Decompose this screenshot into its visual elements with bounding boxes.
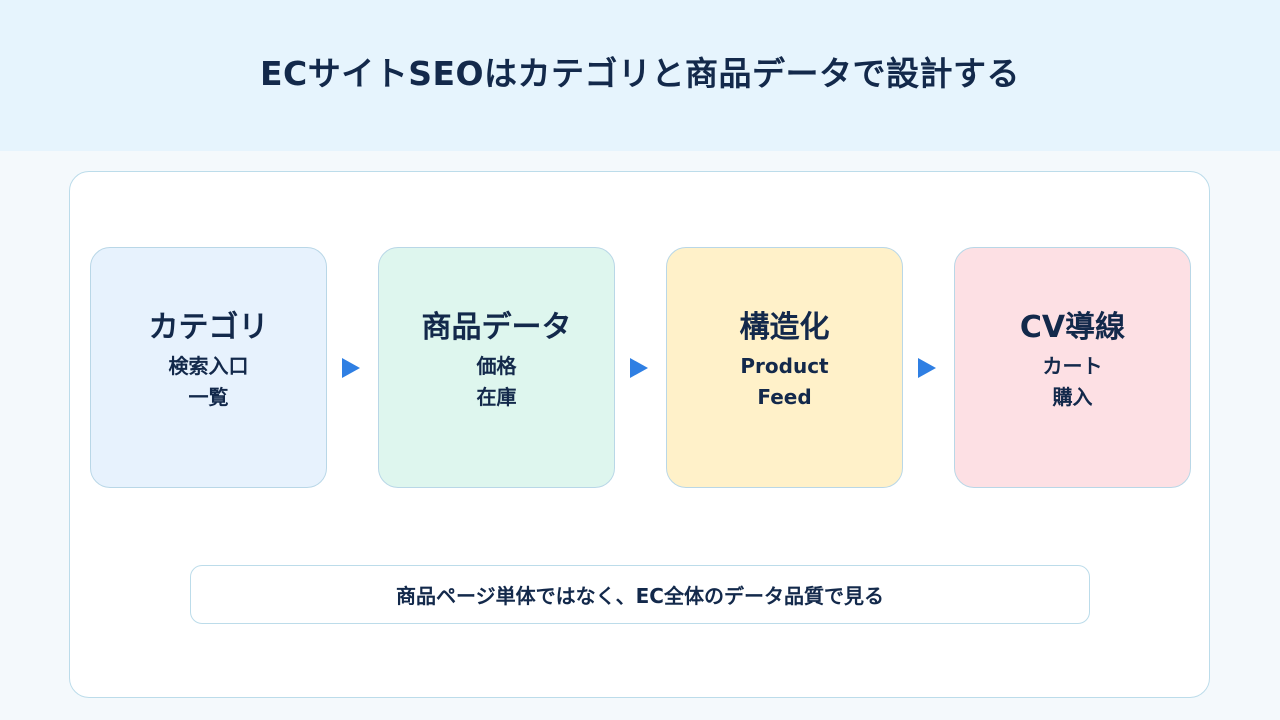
note-box: 商品ページ単体ではなく、EC全体のデータ品質で見る — [190, 565, 1090, 624]
card-line: カート — [1042, 353, 1103, 378]
card-category: カテゴリ 検索入口 一覧 — [90, 247, 327, 488]
page-title: ECサイトSEOはカテゴリと商品データで設計する — [259, 53, 1021, 93]
arrow-right-icon — [630, 358, 648, 378]
card-product-data: 商品データ 価格 在庫 — [378, 247, 615, 488]
card-line: Feed — [757, 384, 812, 409]
card-line: 購入 — [1052, 384, 1093, 409]
note-text: 商品ページ単体ではなく、EC全体のデータ品質で見る — [396, 584, 884, 608]
card-title: カテゴリ — [148, 309, 269, 345]
card-title: CV導線 — [1019, 309, 1126, 345]
card-title: 商品データ — [421, 309, 572, 345]
card-title: 構造化 — [739, 309, 830, 345]
arrow-right-icon — [342, 358, 360, 378]
card-cv-flow: CV導線 カート 購入 — [954, 247, 1191, 488]
card-line: 在庫 — [476, 384, 517, 409]
card-line: 価格 — [476, 353, 517, 378]
arrow-right-icon — [918, 358, 936, 378]
card-line: 検索入口 — [168, 353, 249, 378]
card-line: 一覧 — [188, 384, 229, 409]
card-structured-data: 構造化 Product Feed — [666, 247, 903, 488]
card-line: Product — [740, 353, 829, 378]
header-band: ECサイトSEOはカテゴリと商品データで設計する — [0, 0, 1280, 151]
